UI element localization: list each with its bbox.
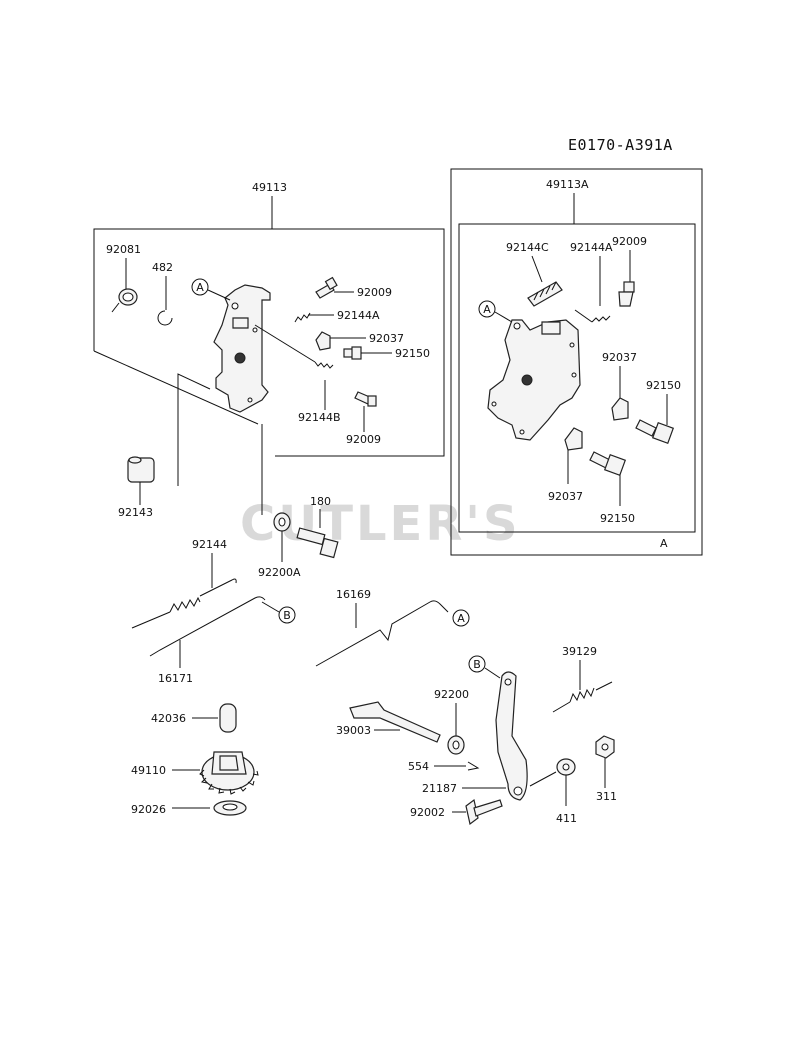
label-49113[interactable]: 49113 bbox=[252, 181, 287, 194]
label-49113A[interactable]: 49113A bbox=[546, 178, 589, 191]
label-16171[interactable]: 16171 bbox=[158, 672, 193, 685]
assembly-49113A-group: 49113A A bbox=[450, 168, 703, 556]
label-92009-a[interactable]: 92009 bbox=[357, 286, 392, 299]
callout-a-right: A bbox=[478, 300, 513, 323]
svg-text:B: B bbox=[473, 658, 481, 671]
label-16169[interactable]: 16169 bbox=[336, 588, 371, 601]
part-92150-c: 92150 bbox=[589, 451, 635, 525]
part-180: 180 bbox=[296, 495, 339, 559]
frame-letter: A bbox=[660, 537, 668, 550]
label-92150-b[interactable]: 92150 bbox=[646, 379, 681, 392]
label-42036[interactable]: 42036 bbox=[151, 712, 186, 725]
control-plate-left bbox=[213, 284, 271, 413]
part-92150-b: 92150 bbox=[635, 379, 681, 445]
part-92144B: 92144B bbox=[254, 324, 341, 424]
part-42036: 42036 bbox=[151, 703, 237, 733]
part-16169: 16169 A bbox=[315, 588, 470, 667]
label-92037-b[interactable]: 92037 bbox=[602, 351, 637, 364]
part-92144A-b: 92144A bbox=[570, 241, 613, 323]
callout-b-right: B bbox=[468, 655, 501, 679]
part-411: 411 bbox=[529, 758, 577, 825]
label-49110[interactable]: 49110 bbox=[131, 764, 166, 777]
part-92200A: 92200A bbox=[258, 512, 301, 579]
label-92002[interactable]: 92002 bbox=[410, 806, 445, 819]
frame-a bbox=[450, 168, 703, 556]
label-21187[interactable]: 21187 bbox=[422, 782, 457, 795]
part-92150-a: 92150 bbox=[343, 346, 430, 360]
label-92144A-a[interactable]: 92144A bbox=[337, 309, 380, 322]
label-92009-b[interactable]: 92009 bbox=[346, 433, 381, 446]
label-482[interactable]: 482 bbox=[152, 261, 173, 274]
diagram-code: E0170-A391A bbox=[568, 136, 673, 154]
label-92009-c[interactable]: 92009 bbox=[612, 235, 647, 248]
part-21187: 21187 bbox=[422, 671, 528, 801]
svg-text:A: A bbox=[196, 281, 204, 294]
part-92009-b: 92009 bbox=[346, 391, 381, 446]
label-554[interactable]: 554 bbox=[408, 760, 429, 773]
assembly-49113-group: 49113 bbox=[93, 181, 445, 515]
label-39129[interactable]: 39129 bbox=[562, 645, 597, 658]
part-482: 482 bbox=[152, 261, 173, 326]
label-92150-c[interactable]: 92150 bbox=[600, 512, 635, 525]
callout-b-left: B bbox=[261, 601, 296, 624]
control-plate-right bbox=[487, 319, 581, 441]
part-92143: 92143 bbox=[118, 456, 155, 519]
part-92009-a: 92009 bbox=[315, 276, 392, 299]
label-92037-a[interactable]: 92037 bbox=[369, 332, 404, 345]
label-39003[interactable]: 39003 bbox=[336, 724, 371, 737]
part-92026: 92026 bbox=[131, 800, 247, 816]
label-311[interactable]: 311 bbox=[596, 790, 617, 803]
part-92009-c: 92009 bbox=[612, 235, 647, 307]
part-92037-a: 92037 bbox=[315, 331, 404, 351]
label-92143[interactable]: 92143 bbox=[118, 506, 153, 519]
label-92144A-b[interactable]: 92144A bbox=[570, 241, 613, 254]
part-92144: 92144 bbox=[131, 538, 237, 629]
part-92037-c: 92037 bbox=[548, 427, 583, 503]
label-92037-c[interactable]: 92037 bbox=[548, 490, 583, 503]
part-16171: 16171 bbox=[149, 596, 266, 685]
callout-a-left: A bbox=[191, 278, 231, 301]
svg-text:A: A bbox=[483, 303, 491, 316]
label-92026[interactable]: 92026 bbox=[131, 803, 166, 816]
part-49110: 49110 bbox=[131, 751, 259, 795]
part-39003: 39003 bbox=[336, 701, 441, 743]
part-92002: 92002 bbox=[410, 798, 503, 826]
part-39129: 39129 bbox=[552, 645, 613, 713]
part-92144C: 92144C bbox=[506, 241, 563, 307]
label-92144C[interactable]: 92144C bbox=[506, 241, 549, 254]
part-311: 311 bbox=[595, 735, 617, 803]
label-92150-a[interactable]: 92150 bbox=[395, 347, 430, 360]
part-92144A-a: 92144A bbox=[294, 309, 380, 323]
label-411[interactable]: 411 bbox=[556, 812, 577, 825]
part-92200: 92200 bbox=[434, 688, 469, 755]
label-92200[interactable]: 92200 bbox=[434, 688, 469, 701]
label-92081[interactable]: 92081 bbox=[106, 243, 141, 256]
label-92144B[interactable]: 92144B bbox=[298, 411, 341, 424]
part-92081: 92081 bbox=[106, 243, 141, 313]
label-92144[interactable]: 92144 bbox=[192, 538, 227, 551]
part-554: 554 bbox=[408, 760, 480, 773]
label-92200A[interactable]: 92200A bbox=[258, 566, 301, 579]
part-92037-b: 92037 bbox=[602, 351, 637, 421]
svg-text:A: A bbox=[457, 612, 465, 625]
svg-text:B: B bbox=[283, 609, 291, 622]
label-180[interactable]: 180 bbox=[310, 495, 331, 508]
